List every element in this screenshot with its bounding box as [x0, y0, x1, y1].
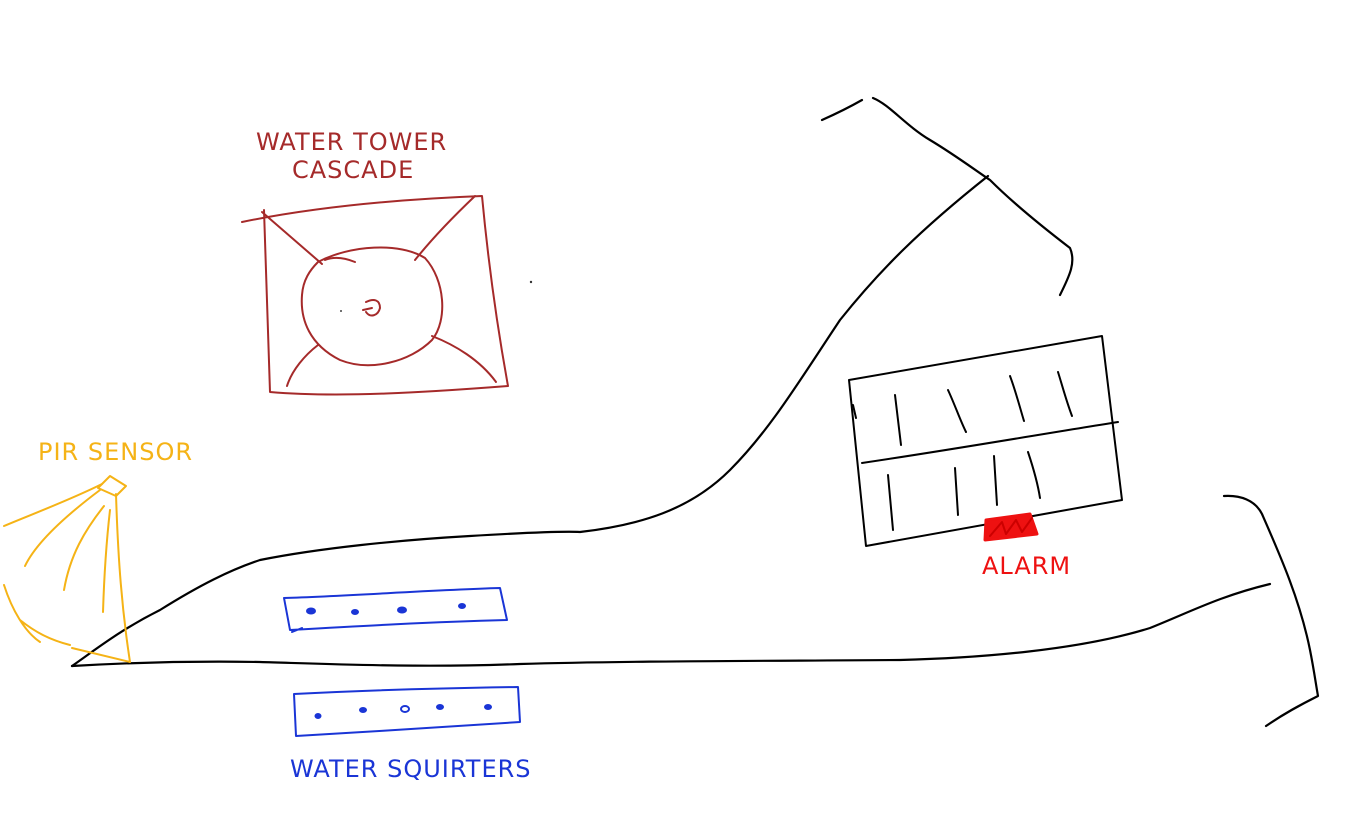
water-tower: [241, 195, 509, 396]
nozzle: [484, 704, 492, 710]
nozzle: [351, 609, 359, 615]
squirter-bar-lower: [293, 686, 521, 737]
tower-center: [362, 299, 381, 317]
pir-sensor: [3, 475, 131, 663]
path-right-branch: [1222, 494, 1320, 728]
water-tower-label-line1: WATER TOWER: [256, 128, 447, 156]
sensor-head: [97, 475, 127, 497]
pir-sensor-label: PIR SENSOR: [38, 438, 193, 466]
path-upper-edge: [70, 174, 990, 668]
path-lower-edge: [70, 582, 1272, 668]
path-top-right-branch: [820, 96, 1074, 297]
building: [848, 335, 1123, 547]
tower-diagonals: [261, 195, 497, 387]
nozzle: [400, 705, 410, 713]
nozzle: [397, 606, 407, 614]
stray-dot: [529, 280, 533, 284]
tower-dot: [340, 310, 342, 312]
squirter-bar-upper: [283, 587, 508, 633]
building-outline: [848, 335, 1123, 547]
nozzle: [314, 713, 322, 719]
squirter-bar-lower-outline: [293, 686, 521, 737]
squirter-bar-upper-outline: [283, 587, 508, 633]
sensor-cone: [3, 483, 131, 663]
alarm-label: ALARM: [982, 552, 1071, 580]
building-marks: [852, 371, 1073, 531]
alarm: [983, 512, 1039, 542]
building-divider: [861, 421, 1119, 464]
alarm-scribble: [989, 517, 1033, 537]
water-squirters: [283, 587, 521, 737]
nozzle: [458, 603, 466, 609]
nozzle: [436, 704, 444, 710]
tower-circle: [300, 246, 444, 367]
water-squirters-label: WATER SQUIRTERS: [290, 755, 532, 783]
path-outline: [70, 96, 1320, 728]
tower-frame: [241, 195, 509, 396]
water-tower-label-line2: CASCADE: [292, 156, 414, 184]
nozzle: [306, 607, 316, 615]
nozzle: [359, 707, 367, 713]
